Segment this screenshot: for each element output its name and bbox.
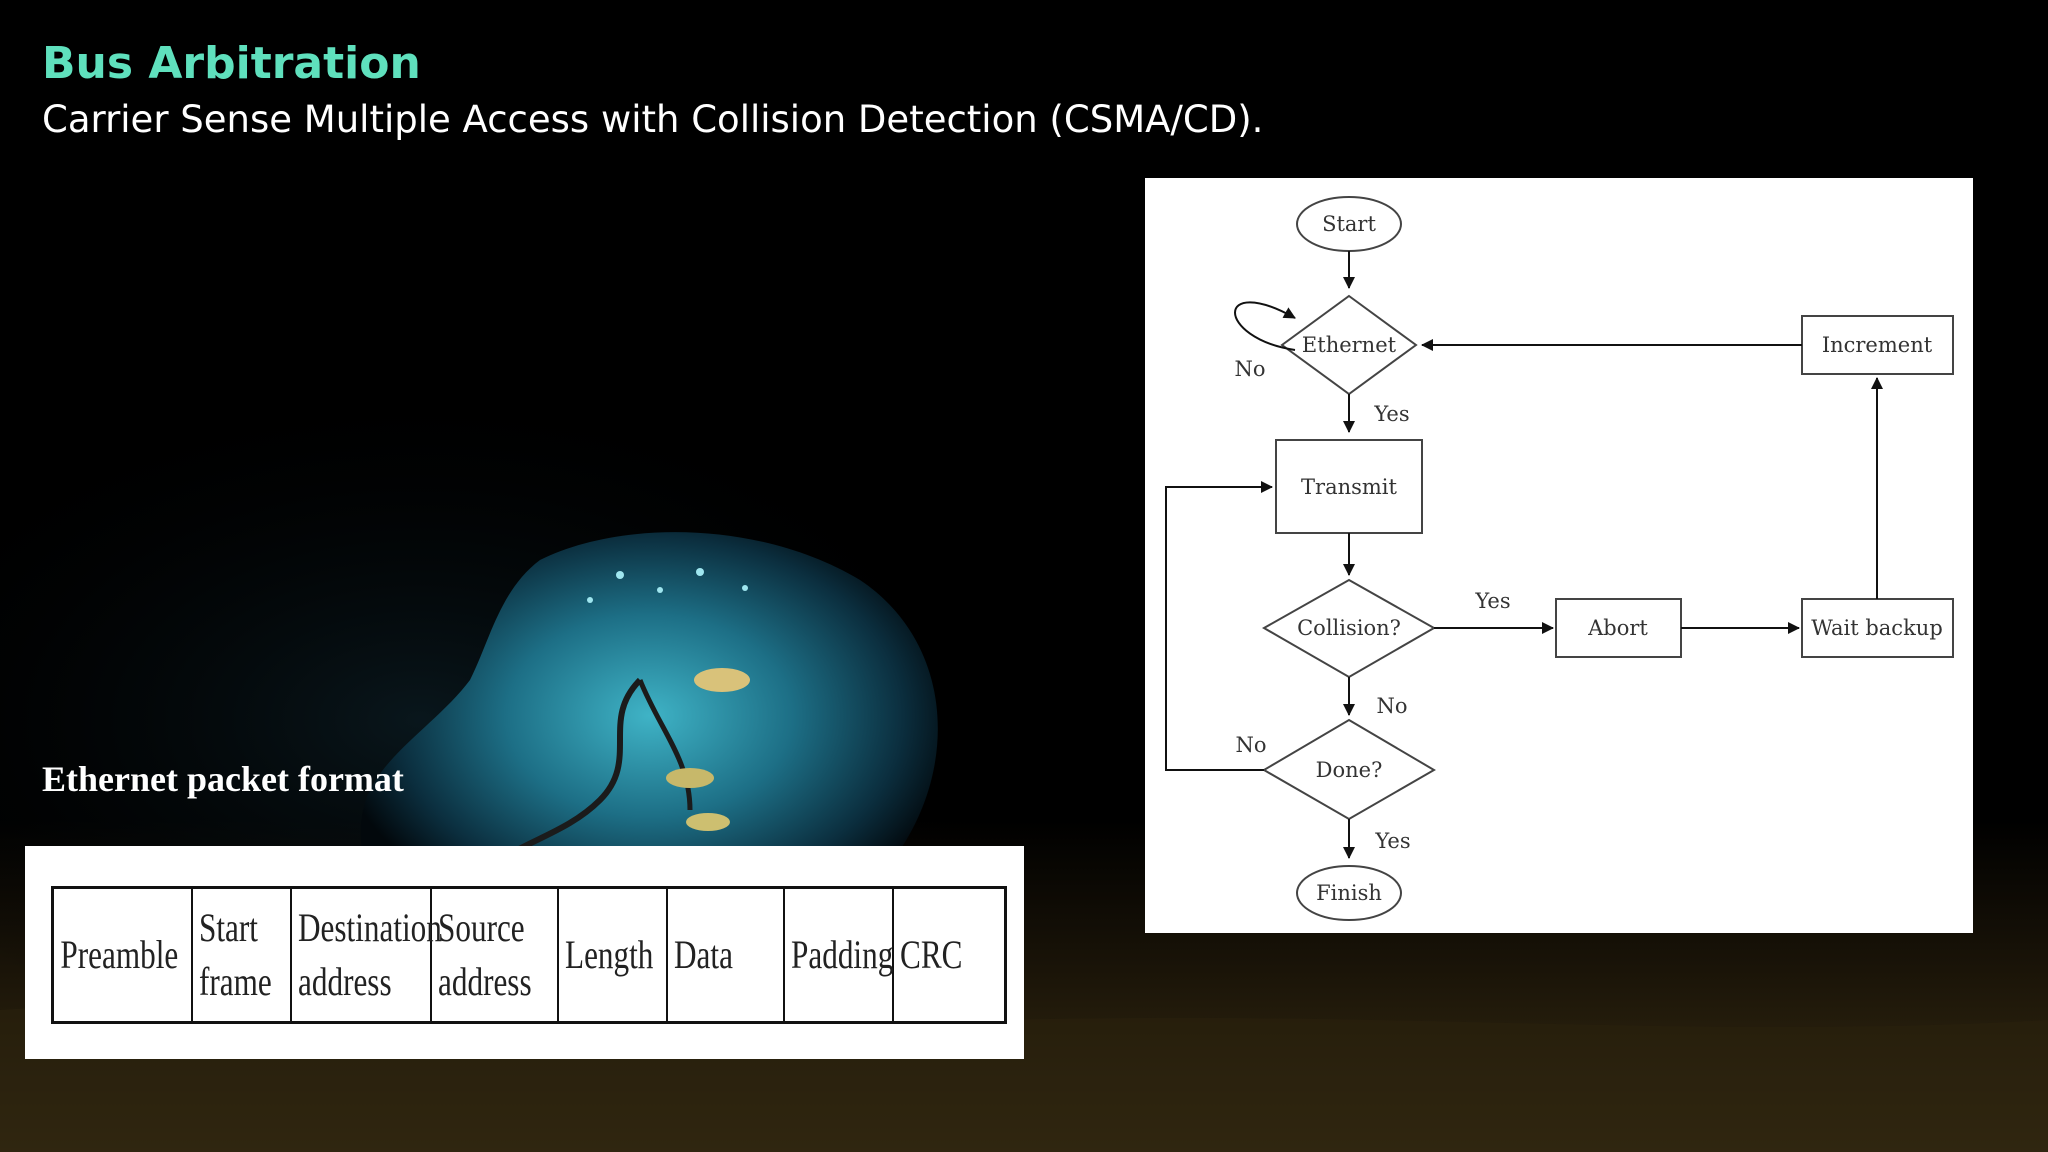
node-wait-backup bbox=[1801, 598, 1954, 658]
edge-collision-no-label: No bbox=[1376, 694, 1407, 718]
node-start-label: Start bbox=[1322, 212, 1376, 236]
node-done-label: Done? bbox=[1316, 758, 1383, 782]
edge-collision-yes-label: Yes bbox=[1474, 589, 1510, 613]
edge-ethernet-yes-label: Yes bbox=[1373, 402, 1409, 426]
flowchart-svg: Start Ethernet No Yes Transmit Collision… bbox=[1165, 196, 1954, 921]
packet-field-padding: Padding bbox=[782, 887, 893, 1023]
node-transmit bbox=[1275, 439, 1423, 534]
node-wait-backup-label: Wait backup bbox=[1811, 616, 1943, 640]
node-ethernet-label: Ethernet bbox=[1302, 333, 1397, 357]
packet-field-data: Data bbox=[665, 887, 758, 1023]
node-transmit-label: Transmit bbox=[1301, 475, 1397, 499]
packet-field-length: Length bbox=[556, 887, 653, 1023]
slide-subtitle: Carrier Sense Multiple Access with Colli… bbox=[42, 98, 1264, 141]
packet-format-heading: Ethernet packet format bbox=[42, 759, 404, 799]
packet-field-preamble: Preamble bbox=[59, 932, 178, 977]
node-abort-label: Abort bbox=[1587, 616, 1648, 640]
node-finish-label: Finish bbox=[1316, 881, 1382, 905]
node-increment bbox=[1801, 315, 1954, 375]
edge-ethernet-no-loop bbox=[1234, 301, 1296, 351]
edge-done-yes-label: Yes bbox=[1374, 829, 1410, 853]
node-increment-label: Increment bbox=[1822, 333, 1933, 357]
slide-title: Bus Arbitration bbox=[42, 38, 421, 89]
node-abort bbox=[1555, 598, 1682, 658]
edge-ethernet-no-label: No bbox=[1234, 357, 1265, 381]
node-collision-label: Collision? bbox=[1297, 616, 1401, 640]
packet-field-crc: CRC bbox=[891, 887, 981, 1023]
edge-done-transmit bbox=[1165, 481, 1273, 771]
edge-done-no-label: No bbox=[1235, 733, 1266, 757]
node-finish bbox=[1296, 865, 1402, 921]
csma-cd-flowchart: Start Ethernet No Yes Transmit Collision… bbox=[1145, 178, 1973, 933]
